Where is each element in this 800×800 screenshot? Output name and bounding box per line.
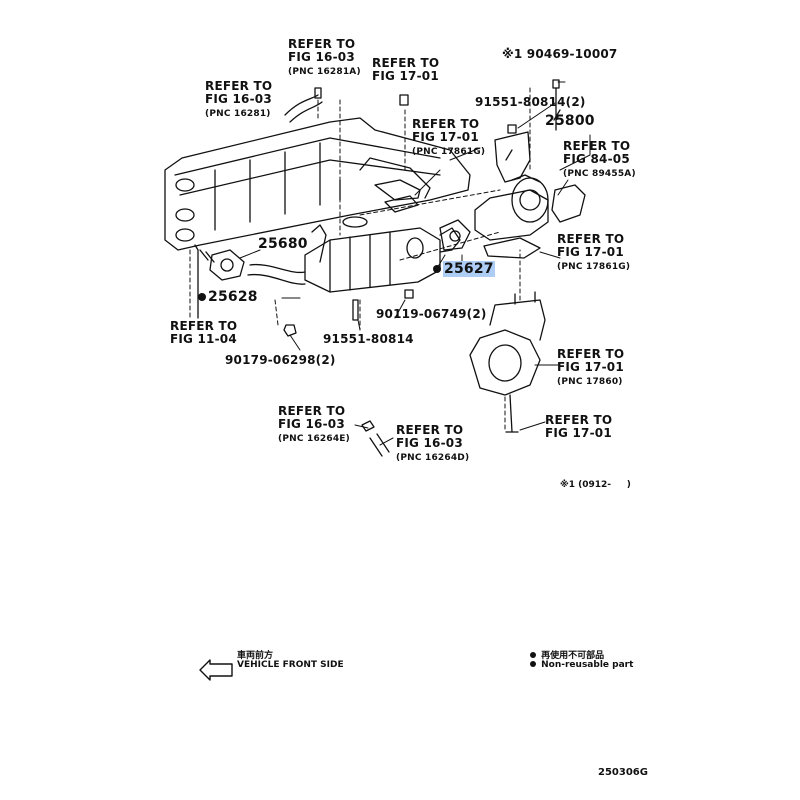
vehicle-front-arrow-icon (199, 659, 233, 681)
throttle-body-drawing (469, 291, 546, 433)
refer-label-16-03-d: REFER TO FIG 16-03 (PNC 16264D) (396, 423, 470, 464)
refer-label-84-05: REFER TO FIG 84-05 (PNC 89455A) (563, 139, 636, 180)
refer-label-16-03-a: REFER TO FIG 16-03 (PNC 16281A) (288, 37, 361, 78)
part-25800[interactable]: 25800 (545, 113, 595, 129)
serial-range-note: ※1 (0912- ) (560, 480, 631, 490)
cylinder-head-drawing (164, 117, 471, 251)
non-reusable-dot-icon (530, 652, 536, 658)
vehicle-front-label-jp: 車両前方 (237, 651, 274, 661)
non-reusable-dot-icon (530, 661, 536, 667)
part-90469[interactable]: ※1 90469-10007 (502, 47, 618, 61)
egr-valve-drawing (474, 79, 586, 241)
figure-code: 250306G (598, 767, 648, 778)
non-reusable-dot-icon (198, 293, 206, 301)
part-25627[interactable]: 25627 (433, 261, 495, 277)
hoses-drawing (284, 87, 390, 457)
refer-label-16-03-b: REFER TO FIG 16-03 (PNC 16281) (205, 79, 273, 120)
refer-label-17-01-c: REFER TO FIG 17-01 (PNC 17861G) (557, 232, 631, 273)
non-reusable-dot-icon (433, 265, 441, 273)
egr-cooler-drawing (247, 216, 461, 293)
part-91551-single[interactable]: 91551-80814 (323, 332, 414, 346)
gaskets-drawing (209, 195, 541, 281)
refer-label-11-04: REFER TO FIG 11-04 (170, 319, 238, 346)
refer-label-17-01-e: REFER TO FIG 17-01 (545, 413, 613, 440)
part-25680[interactable]: 25680 (258, 236, 308, 252)
part-90179[interactable]: 90179-06298(2) (225, 353, 336, 367)
refer-label-16-03-c: REFER TO FIG 16-03 (PNC 16264E) (278, 404, 350, 445)
refer-label-17-01-b: REFER TO FIG 17-01 (PNC 17861G) (412, 117, 486, 158)
refer-label-17-01-d: REFER TO FIG 17-01 (PNC 17860) (557, 347, 625, 388)
vehicle-front-label: VEHICLE FRONT SIDE (237, 660, 344, 670)
part-90119[interactable]: 90119-06749(2) (376, 307, 487, 321)
part-91551-pair[interactable]: 91551-80814(2) (475, 95, 586, 109)
part-25627-highlight: 25627 (443, 261, 495, 277)
non-reusable-legend-jp: 再使用不可部品 (530, 648, 604, 661)
leader-lines (189, 87, 531, 431)
part-25628[interactable]: 25628 (198, 290, 258, 304)
non-reusable-legend: Non-reusable part (530, 660, 633, 670)
refer-label-17-01-a: REFER TO FIG 17-01 (372, 56, 440, 83)
